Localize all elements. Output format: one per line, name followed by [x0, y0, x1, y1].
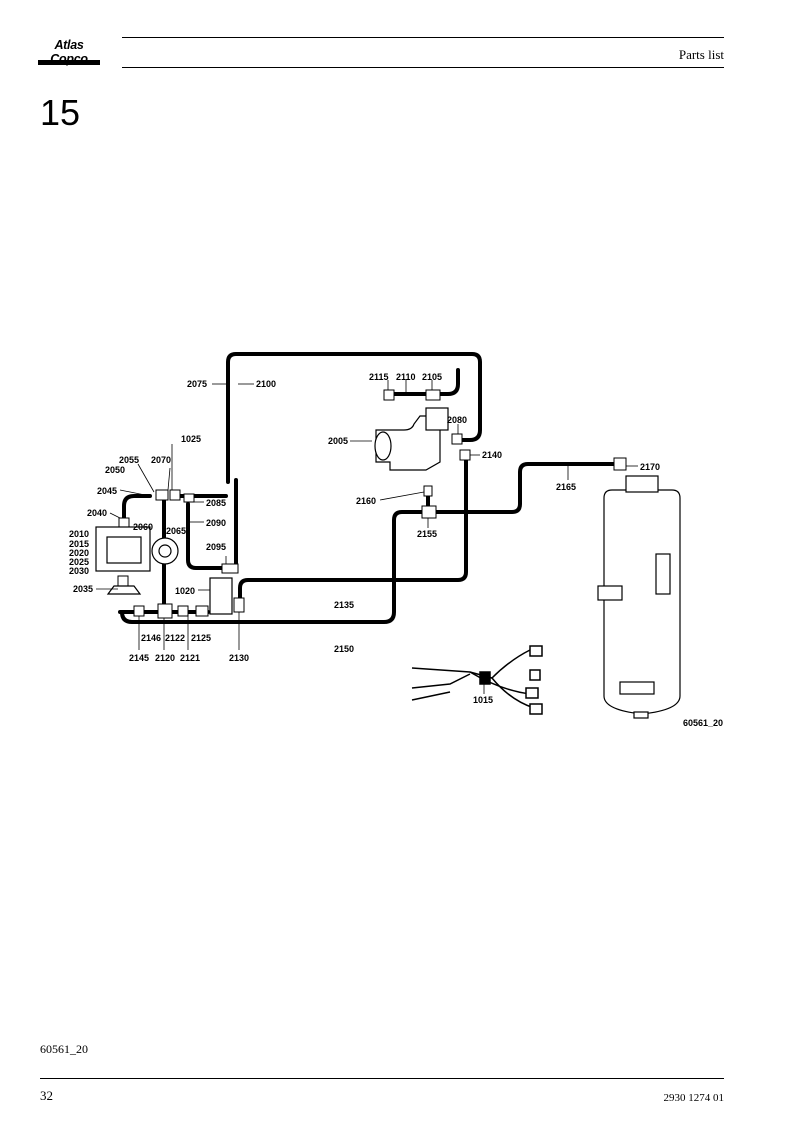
logo-bar [38, 60, 100, 65]
label-2070: 2070 [151, 455, 171, 465]
fitting-2115 [383, 389, 395, 401]
label-2075: 2075 [187, 379, 207, 389]
header-rule-top [122, 37, 724, 38]
label-2121: 2121 [180, 653, 200, 663]
fitting-2125 [195, 605, 209, 617]
label-1025: 1025 [181, 434, 201, 444]
figure-id: 60561_20 [40, 1042, 88, 1056]
label-2045: 2045 [97, 486, 117, 496]
label-2105: 2105 [422, 372, 442, 382]
label-2165: 2165 [556, 482, 576, 492]
label-2020: 2020 [69, 548, 89, 558]
part-labels: 2075 2100 1025 2055 2070 2050 2045 2040 … [69, 372, 723, 728]
label-2130: 2130 [229, 653, 249, 663]
label-1015: 1015 [473, 695, 493, 705]
label-2035: 2035 [73, 584, 93, 594]
label-2145: 2145 [129, 653, 149, 663]
fitting-2130 [233, 597, 245, 613]
label-2146: 2146 [141, 633, 161, 643]
header-title: Parts list [678, 47, 724, 62]
leader-lines [96, 380, 638, 694]
fitting-2140 [459, 449, 471, 461]
tank-2170 [603, 489, 681, 715]
tank-plate [619, 681, 655, 695]
tank-top [625, 475, 659, 493]
pipe-2075 [226, 352, 482, 484]
label-2122: 2122 [165, 633, 185, 643]
fitting-2105 [425, 389, 441, 401]
label-2055: 2055 [119, 455, 139, 465]
label-2060: 2060 [133, 522, 153, 532]
label-2140: 2140 [482, 450, 502, 460]
valve-2005-port [374, 431, 392, 461]
tank-label-left [597, 585, 623, 601]
tank-foot [633, 711, 649, 719]
fitting-2095 [221, 563, 239, 574]
gauge-face [106, 536, 142, 564]
doc-number: 2930 1274 01 [663, 1092, 725, 1104]
fitting-2145 [133, 605, 145, 617]
fitting-2170 [613, 457, 627, 471]
pipe-2110 [390, 368, 460, 396]
footer-rule [40, 1078, 724, 1079]
pipe-lines [118, 352, 616, 624]
label-2120: 2120 [155, 653, 175, 663]
label-2095: 2095 [206, 542, 226, 552]
fitting-2120 [157, 603, 173, 619]
header-rule-bottom [122, 67, 724, 68]
label-2125: 2125 [191, 633, 211, 643]
label-2155: 2155 [417, 529, 437, 539]
gauge-2065-inner [158, 544, 172, 558]
fittings [117, 389, 627, 619]
label-2085: 2085 [206, 498, 226, 508]
fitting-2070 [155, 489, 169, 501]
filter-1020 [209, 577, 233, 615]
label-2090: 2090 [206, 518, 226, 528]
label-2080: 2080 [447, 415, 467, 425]
fitting-2155 [421, 505, 437, 519]
label-2110: 2110 [396, 372, 416, 382]
label-2025: 2025 [69, 557, 89, 567]
fitting-1025 [169, 489, 181, 501]
atlas-copco-logo: Atlas Copco [38, 38, 100, 68]
page-number: 32 [40, 1088, 53, 1103]
label-2010: 2010 [69, 529, 89, 539]
label-2170: 2170 [640, 462, 660, 472]
fitting-2160 [423, 485, 433, 497]
fitting-2080 [451, 433, 463, 445]
valve-2080-solenoid [425, 407, 449, 431]
label-2050: 2050 [105, 465, 125, 475]
fitting-2122 [177, 605, 189, 617]
label-2100: 2100 [256, 379, 276, 389]
harness-1015 [411, 645, 543, 715]
base-2035 [106, 585, 142, 595]
label-2065: 2065 [166, 526, 186, 536]
pipe-2090 [186, 502, 228, 570]
section-number: 15 [40, 92, 81, 133]
figure-code: 60561_20 [683, 718, 723, 728]
pipe-2045 [122, 494, 152, 522]
components [95, 407, 681, 719]
label-2160: 2160 [356, 496, 376, 506]
label-2005: 2005 [328, 436, 348, 446]
tank-label-right [655, 553, 671, 595]
label-2040: 2040 [87, 508, 107, 518]
pipe-2135 [238, 454, 468, 602]
label-1020: 1020 [175, 586, 195, 596]
fitting-2035 [117, 575, 129, 587]
label-2135: 2135 [334, 600, 354, 610]
valve-2005 [375, 415, 441, 471]
label-2150: 2150 [334, 644, 354, 654]
label-2030: 2030 [69, 566, 89, 576]
fitting-2085 [183, 493, 195, 503]
label-2015: 2015 [69, 539, 89, 549]
pipe-2150 [120, 510, 428, 624]
label-2115: 2115 [369, 372, 389, 382]
pipe-2165 [434, 462, 616, 514]
